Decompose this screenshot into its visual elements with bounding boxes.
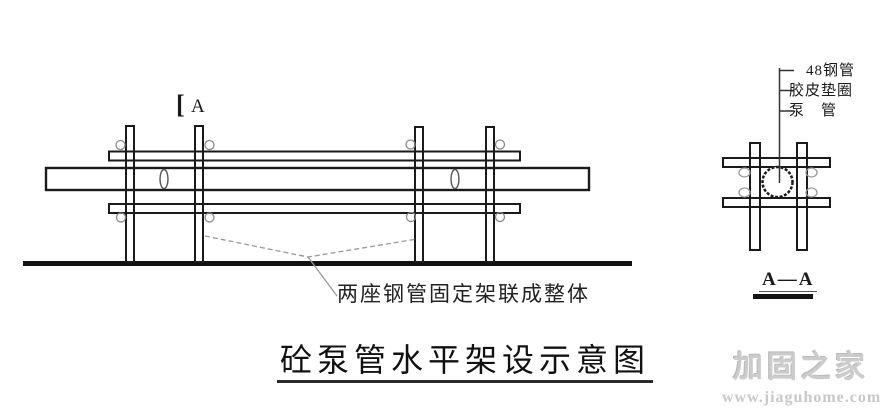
washer-loop	[738, 167, 751, 178]
washer-loop	[805, 167, 818, 178]
clamp-ring	[204, 139, 215, 151]
pump-pipe-beam	[44, 166, 591, 192]
section-post-left	[749, 142, 761, 251]
label-steel-pipe-48: 48钢管	[806, 63, 856, 79]
label-pump-pipe: 泵 管	[789, 103, 838, 119]
bottom-rail	[108, 203, 521, 214]
watermark-url: www.jiaguhome.com	[722, 389, 882, 406]
section-view	[722, 68, 831, 251]
annotation-leader-line	[307, 256, 338, 297]
post-3	[414, 126, 424, 263]
post-2	[194, 125, 204, 263]
section-caption: A—A	[759, 270, 818, 292]
washer-loop	[805, 187, 818, 198]
clamp-ring	[405, 211, 417, 223]
post-4	[485, 126, 495, 263]
post-1	[125, 125, 135, 263]
clamp-ring	[204, 212, 215, 223]
section-bottom-rail	[722, 197, 831, 208]
ground-line	[23, 261, 632, 266]
section-post-right	[796, 142, 808, 251]
clamp-ring	[405, 139, 416, 150]
section-cut-letter: A	[191, 96, 205, 117]
clamp-ring	[494, 211, 506, 223]
clamp-ring	[494, 139, 506, 150]
pipe-coupling-mark	[159, 168, 169, 190]
watermark-brand: 加固之家	[733, 351, 869, 384]
top-rail	[108, 150, 521, 162]
pipe-coupling-mark	[450, 168, 460, 190]
washer-loop	[738, 187, 751, 198]
section-caption-underline-bar	[753, 294, 813, 299]
label-rubber-washer: 胶皮垫圈	[789, 83, 854, 99]
frame-tie-dashed-line	[204, 235, 418, 258]
clamp-ring	[115, 212, 127, 223]
section-top-rail	[722, 157, 831, 168]
section-cut-mark: [	[176, 90, 185, 119]
drawing-title: 砼泵管水平架设示意图	[277, 344, 654, 383]
elevation-view	[23, 125, 632, 297]
pump-pipe-section-circle	[761, 165, 794, 199]
frames-joined-annotation: 两座钢管固定架联成整体	[337, 282, 590, 306]
clamp-ring	[115, 139, 126, 151]
